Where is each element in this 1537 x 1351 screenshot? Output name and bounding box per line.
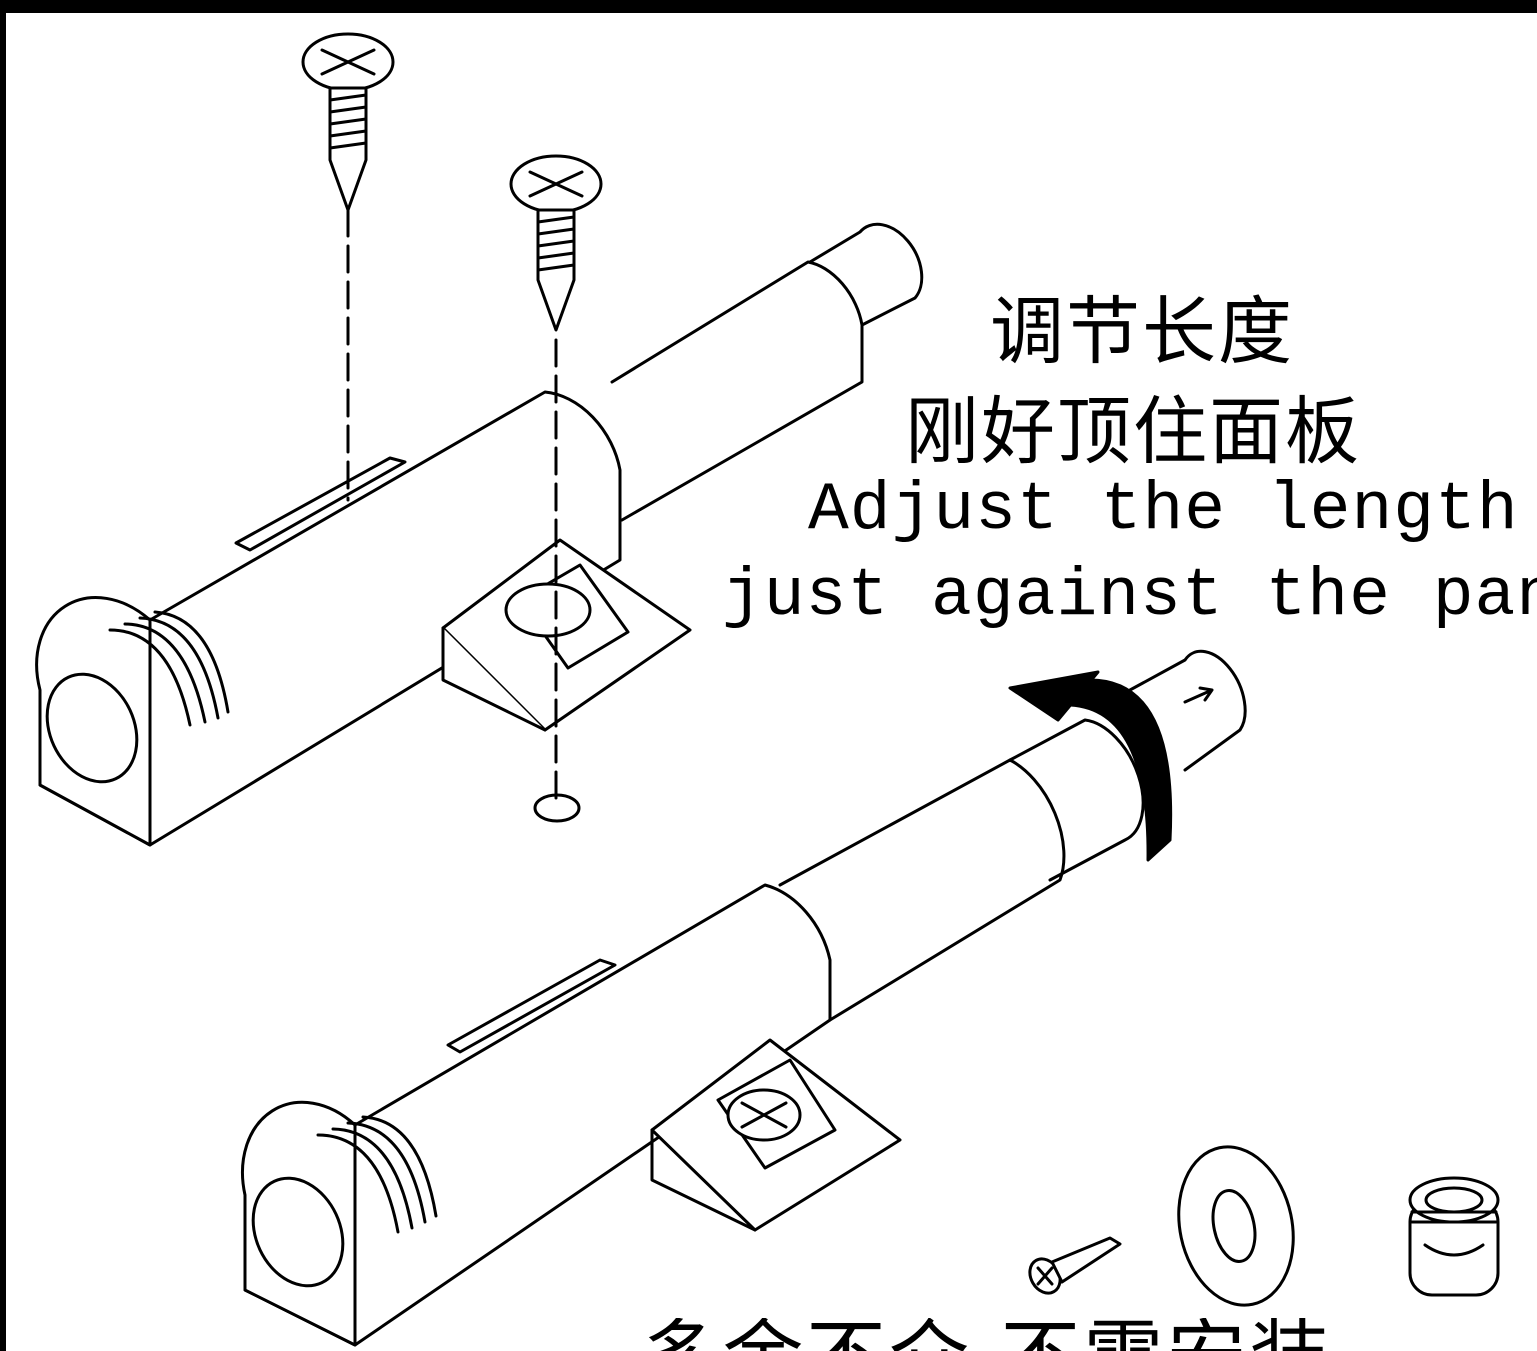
caption-panel-en: just against the panel	[722, 558, 1537, 635]
washer-icon	[1177, 1145, 1295, 1307]
damper-top	[35, 208, 924, 847]
screw-left-icon	[301, 32, 395, 212]
screw-icon	[1028, 1236, 1122, 1295]
installed-screw-icon	[726, 1088, 802, 1142]
screw-right-icon	[509, 154, 603, 332]
damper-bottom	[241, 649, 1247, 1347]
caption-adjust-en: Adjust the length	[808, 472, 1519, 549]
rotate-arrow-icon	[1008, 670, 1173, 862]
caption-bottom-zh: 多余不介 不需安装	[640, 1318, 1332, 1351]
insert-nut-icon	[1408, 1176, 1500, 1297]
caption-adjust-zh: 调节长度	[990, 289, 1294, 375]
caption-panel-zh: 刚好顶住面板	[905, 389, 1361, 475]
